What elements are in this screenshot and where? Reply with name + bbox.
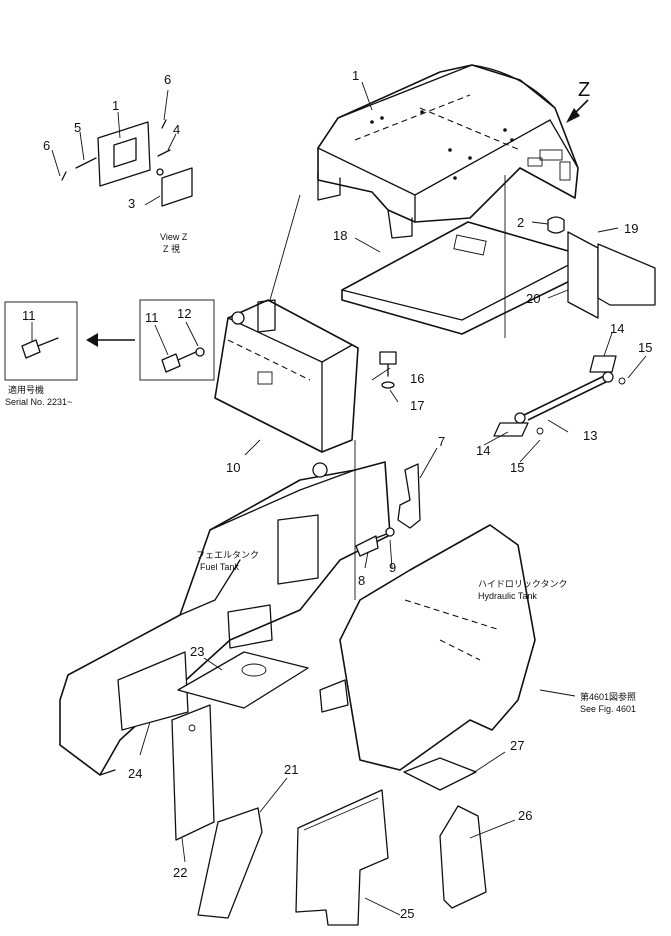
label-5: 5 [74, 120, 81, 135]
view-z-inset [61, 119, 193, 207]
label-17: 17 [410, 398, 424, 413]
label-13: 13 [583, 428, 597, 443]
label-14b: 14 [476, 443, 490, 458]
annotations: View Z Z 視 適用号機 Serial No. 2231~ フェエルタンク… [5, 232, 636, 714]
label-21: 21 [284, 762, 298, 777]
fuel-tank-jp: フェエルタンク [196, 550, 259, 560]
bolt-8-washer-9 [355, 527, 395, 557]
label-3: 3 [128, 196, 135, 211]
hydraulic-tank-en: Hydraulic Tank [478, 591, 537, 601]
label-6b: 6 [164, 72, 171, 87]
label-1: 1 [352, 68, 359, 83]
panel-25 [295, 789, 389, 926]
label-1b: 1 [112, 98, 119, 113]
serial-inset [4, 299, 215, 381]
label-22: 22 [173, 865, 187, 880]
leader-lines [31, 81, 647, 916]
label-12: 12 [177, 306, 191, 321]
label-27: 27 [510, 738, 524, 753]
fuel-tank [59, 461, 391, 776]
floor-plate [341, 221, 583, 335]
label-23: 23 [190, 644, 204, 659]
label-20: 20 [526, 291, 540, 306]
label-9: 9 [389, 560, 396, 575]
see-fig-jp: 第4601図参照 [580, 691, 636, 702]
label-6a: 6 [43, 138, 50, 153]
panel-26 [439, 805, 487, 909]
label-25: 25 [400, 906, 414, 921]
panel-21 [197, 807, 263, 919]
see-fig-en: See Fig. 4601 [580, 704, 636, 714]
label-11b: 11 [145, 310, 159, 325]
bracket-7 [397, 463, 421, 529]
label-4: 4 [173, 122, 180, 137]
label-24: 24 [128, 766, 142, 781]
view-z-jp-caption: Z 視 [163, 243, 180, 254]
label-15a: 15 [638, 340, 652, 355]
cap [547, 216, 565, 234]
label-11a: 11 [22, 308, 36, 323]
label-7: 7 [438, 434, 445, 449]
label-8: 8 [358, 573, 365, 588]
view-z-caption: View Z [160, 232, 188, 242]
battery-box [214, 299, 359, 453]
gas-spring [493, 355, 626, 437]
serial-jp: 適用号機 [8, 384, 44, 395]
engine-hood [317, 64, 579, 239]
panel-22 [171, 704, 215, 841]
svg-text:Z: Z [578, 79, 590, 101]
serial-en: Serial No. 2231~ [5, 397, 72, 407]
label-15b: 15 [510, 460, 524, 475]
view-z-arrow: Z [566, 79, 590, 123]
panel-27 [403, 757, 477, 791]
label-14a: 14 [610, 321, 624, 336]
label-2: 2 [517, 215, 524, 230]
label-10: 10 [226, 460, 240, 475]
label-26: 26 [518, 808, 532, 823]
part-number-labels: 1 2 18 19 20 14 15 13 14 15 16 17 10 7 8… [22, 68, 652, 921]
hydraulic-tank-jp: ハイドロリックタンク [478, 579, 567, 589]
hydraulic-tank [319, 524, 536, 771]
bolt-16-washer-17 [379, 351, 397, 389]
label-16: 16 [410, 371, 424, 386]
fuel-tank-en: Fuel Tank [200, 562, 239, 572]
label-18: 18 [333, 228, 347, 243]
side-panels [567, 231, 656, 319]
plate-23 [177, 651, 309, 709]
label-19: 19 [624, 221, 638, 236]
